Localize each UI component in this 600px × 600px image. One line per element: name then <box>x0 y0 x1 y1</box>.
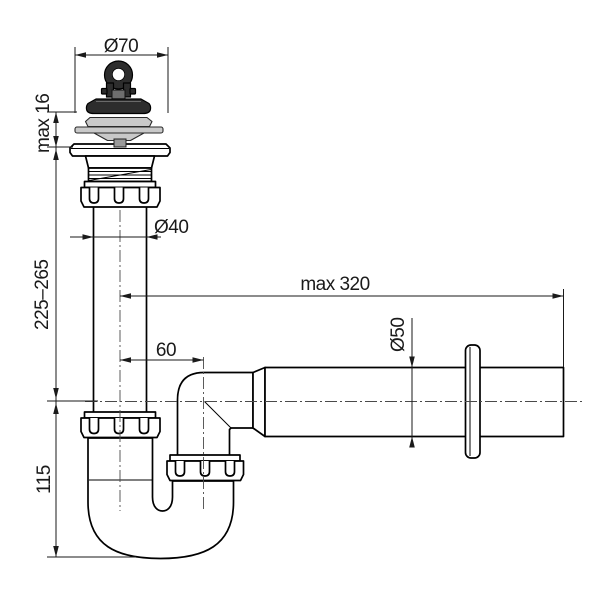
dim-panel-thickness: max 16 <box>33 94 77 153</box>
coupling-nut-outlet <box>166 454 245 482</box>
strainer-assembly <box>74 116 164 148</box>
dim-plug-diameter: Ø70 <box>74 36 169 113</box>
trap-u-bend <box>87 437 235 560</box>
dim-label-max320: max 320 <box>300 274 369 295</box>
siphon-body <box>69 143 565 560</box>
drain-flange <box>69 143 171 157</box>
drain-neck <box>84 155 156 169</box>
dimensions: Ø70 max 16 225–265 115 <box>32 36 564 558</box>
coupling-nut-upper <box>80 180 161 208</box>
outlet-pipe <box>264 366 565 438</box>
elbow-miter-line <box>204 401 232 429</box>
dim-inlet-diameter: Ø40 <box>70 217 189 240</box>
dim-label-dia70: Ø70 <box>104 36 138 57</box>
strainer-plate <box>74 126 164 134</box>
dim-trap-depth: 115 <box>34 400 136 558</box>
plug-stem-block <box>111 89 126 100</box>
plug-pin-left <box>100 87 108 95</box>
outlet-taper <box>252 366 266 438</box>
plug-ring-hole <box>111 67 126 82</box>
dim-label-60: 60 <box>156 340 176 361</box>
coupling-nut-lower <box>80 411 161 439</box>
dim-label-115: 115 <box>34 465 55 494</box>
plug-pin-right <box>129 87 137 95</box>
dim-label-dia40: Ø40 <box>154 217 188 238</box>
dim-outlet-reach: max 320 <box>120 274 564 367</box>
strainer-dish <box>84 116 153 128</box>
strainer-funnel <box>93 132 145 142</box>
dim-label-max16: max 16 <box>33 94 54 153</box>
elbow <box>176 371 254 459</box>
thread-lines <box>88 169 152 181</box>
dim-label-dia50: Ø50 <box>388 318 409 352</box>
drain-plug <box>85 60 152 115</box>
dim-label-225-265: 225–265 <box>32 260 53 330</box>
strainer-stem <box>113 138 127 148</box>
dim-elbow-offset: 60 <box>120 340 204 363</box>
plug-body <box>85 98 152 115</box>
dim-outlet-diameter: Ø50 <box>388 318 415 448</box>
dim-tube-length: 225–265 <box>32 147 59 401</box>
